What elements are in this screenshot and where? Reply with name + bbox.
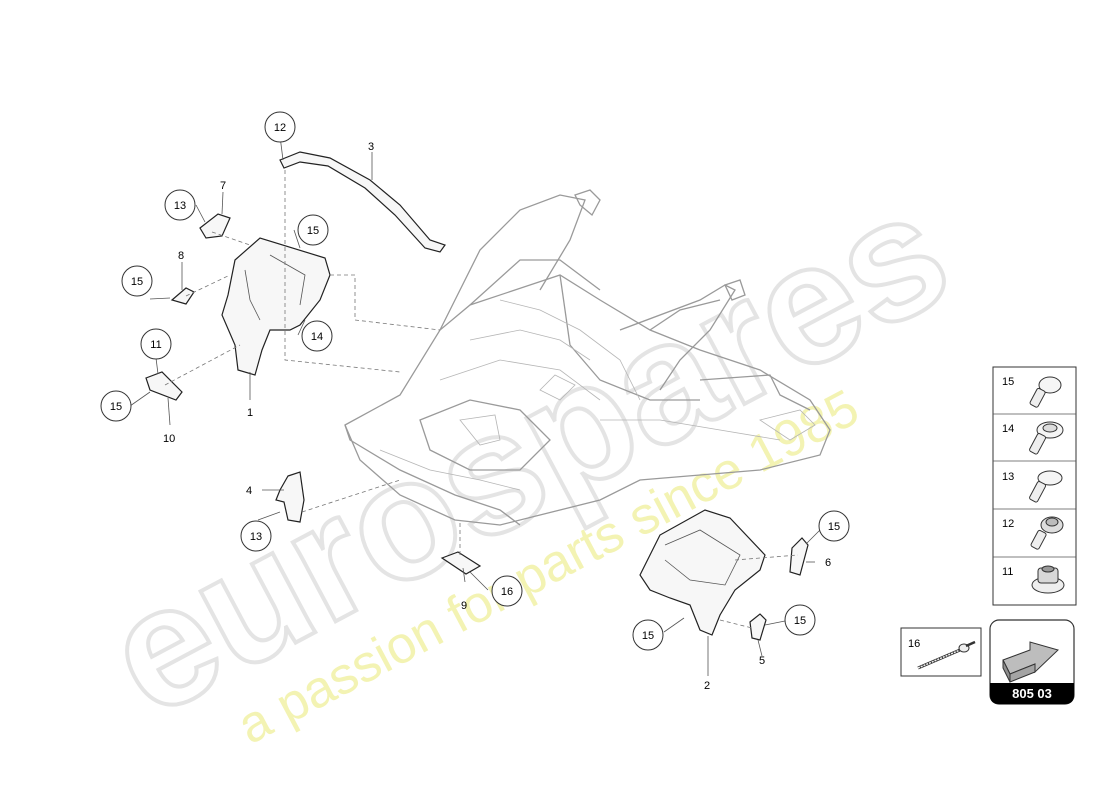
page-code: 805 03	[1012, 686, 1052, 701]
page-reference[interactable]: 805 03	[989, 619, 1075, 705]
callout-3: 3	[368, 141, 374, 153]
callout-8: 8	[178, 250, 184, 262]
legend-row-12: 12	[1002, 516, 1064, 550]
callout-10: 10	[163, 433, 175, 445]
svg-text:11: 11	[1002, 566, 1013, 578]
callout-6: 6	[825, 557, 831, 569]
legend-row-11: 11	[1002, 565, 1065, 594]
callout-1: 1	[247, 407, 253, 419]
callout-bubble-13-bottom: 13	[240, 520, 272, 552]
part-6-clip	[789, 537, 809, 576]
callout-bubble-15-d: 15	[818, 510, 850, 542]
svg-text:15: 15	[642, 630, 654, 642]
legend-row-15: 15	[1002, 376, 1062, 408]
svg-text:14: 14	[311, 331, 323, 343]
assembly-lines	[164, 170, 799, 629]
collar-bolt-icon	[1030, 516, 1064, 550]
svg-text:14: 14	[1002, 423, 1014, 435]
stud-legend-number: 16	[908, 638, 920, 650]
callout-bubble-15-e: 15	[784, 604, 816, 636]
callout-2: 2	[704, 680, 710, 692]
callout-bubble-16: 16	[491, 575, 523, 607]
next-page-arrow-icon	[1002, 641, 1059, 683]
callout-bubble-15-b: 15	[121, 265, 153, 297]
flange-nut-icon	[1031, 565, 1065, 594]
svg-text:15: 15	[794, 615, 806, 627]
chassis-frame	[344, 189, 831, 526]
callout-bubble-15-f: 15	[632, 619, 664, 651]
stud-legend: 16	[900, 627, 982, 677]
callout-9: 9	[461, 600, 467, 612]
callout-5: 5	[759, 655, 765, 667]
svg-text:12: 12	[1002, 518, 1014, 530]
threaded-stud-icon	[917, 640, 976, 670]
callout-4: 4	[246, 485, 252, 497]
button-head-bolt-icon	[1029, 376, 1062, 408]
svg-text:13: 13	[174, 200, 186, 212]
fastener-legend: 15 14 13 12	[992, 366, 1077, 606]
part-2-bracket	[639, 509, 766, 636]
legend-row-14: 14	[1002, 421, 1064, 455]
svg-text:12: 12	[274, 122, 286, 134]
pan-head-bolt-icon	[1029, 470, 1063, 503]
svg-text:13: 13	[250, 531, 262, 543]
part-9-pad	[440, 551, 482, 575]
part-10-clip	[145, 371, 183, 401]
svg-text:13: 13	[1002, 471, 1014, 483]
callout-bubble-13-top: 13	[164, 189, 196, 221]
svg-text:15: 15	[110, 401, 122, 413]
part-8-clip	[170, 287, 195, 305]
leader-lines	[129, 135, 821, 676]
callout-7: 7	[220, 180, 226, 192]
circled-callouts: 12 13 15 15 14 11 15 13 16 15 15 15	[100, 111, 850, 651]
legend-row-13: 13	[1002, 470, 1063, 503]
svg-text:16: 16	[501, 586, 513, 598]
callout-bubble-15-a: 15	[297, 214, 329, 246]
callout-bubble-15-c: 15	[100, 390, 132, 422]
part-5-clip	[749, 613, 767, 641]
svg-text:11: 11	[150, 339, 161, 351]
svg-text:15: 15	[1002, 376, 1014, 388]
callout-bubble-14: 14	[301, 320, 333, 352]
watermark-brand: eurospares	[78, 155, 976, 753]
part-4-bracket	[275, 471, 305, 523]
callout-bubble-11: 11	[140, 328, 172, 360]
callout-bubble-12: 12	[264, 111, 296, 143]
flanged-bolt-icon	[1029, 421, 1064, 455]
part-7-clip	[199, 213, 231, 239]
part-1-bracket	[221, 237, 331, 376]
watermark: eurospares a passion for parts since 198…	[76, 153, 978, 756]
svg-text:15: 15	[828, 521, 840, 533]
svg-text:15: 15	[131, 276, 143, 288]
svg-text:15: 15	[307, 225, 319, 237]
part-3-rod	[279, 151, 446, 253]
